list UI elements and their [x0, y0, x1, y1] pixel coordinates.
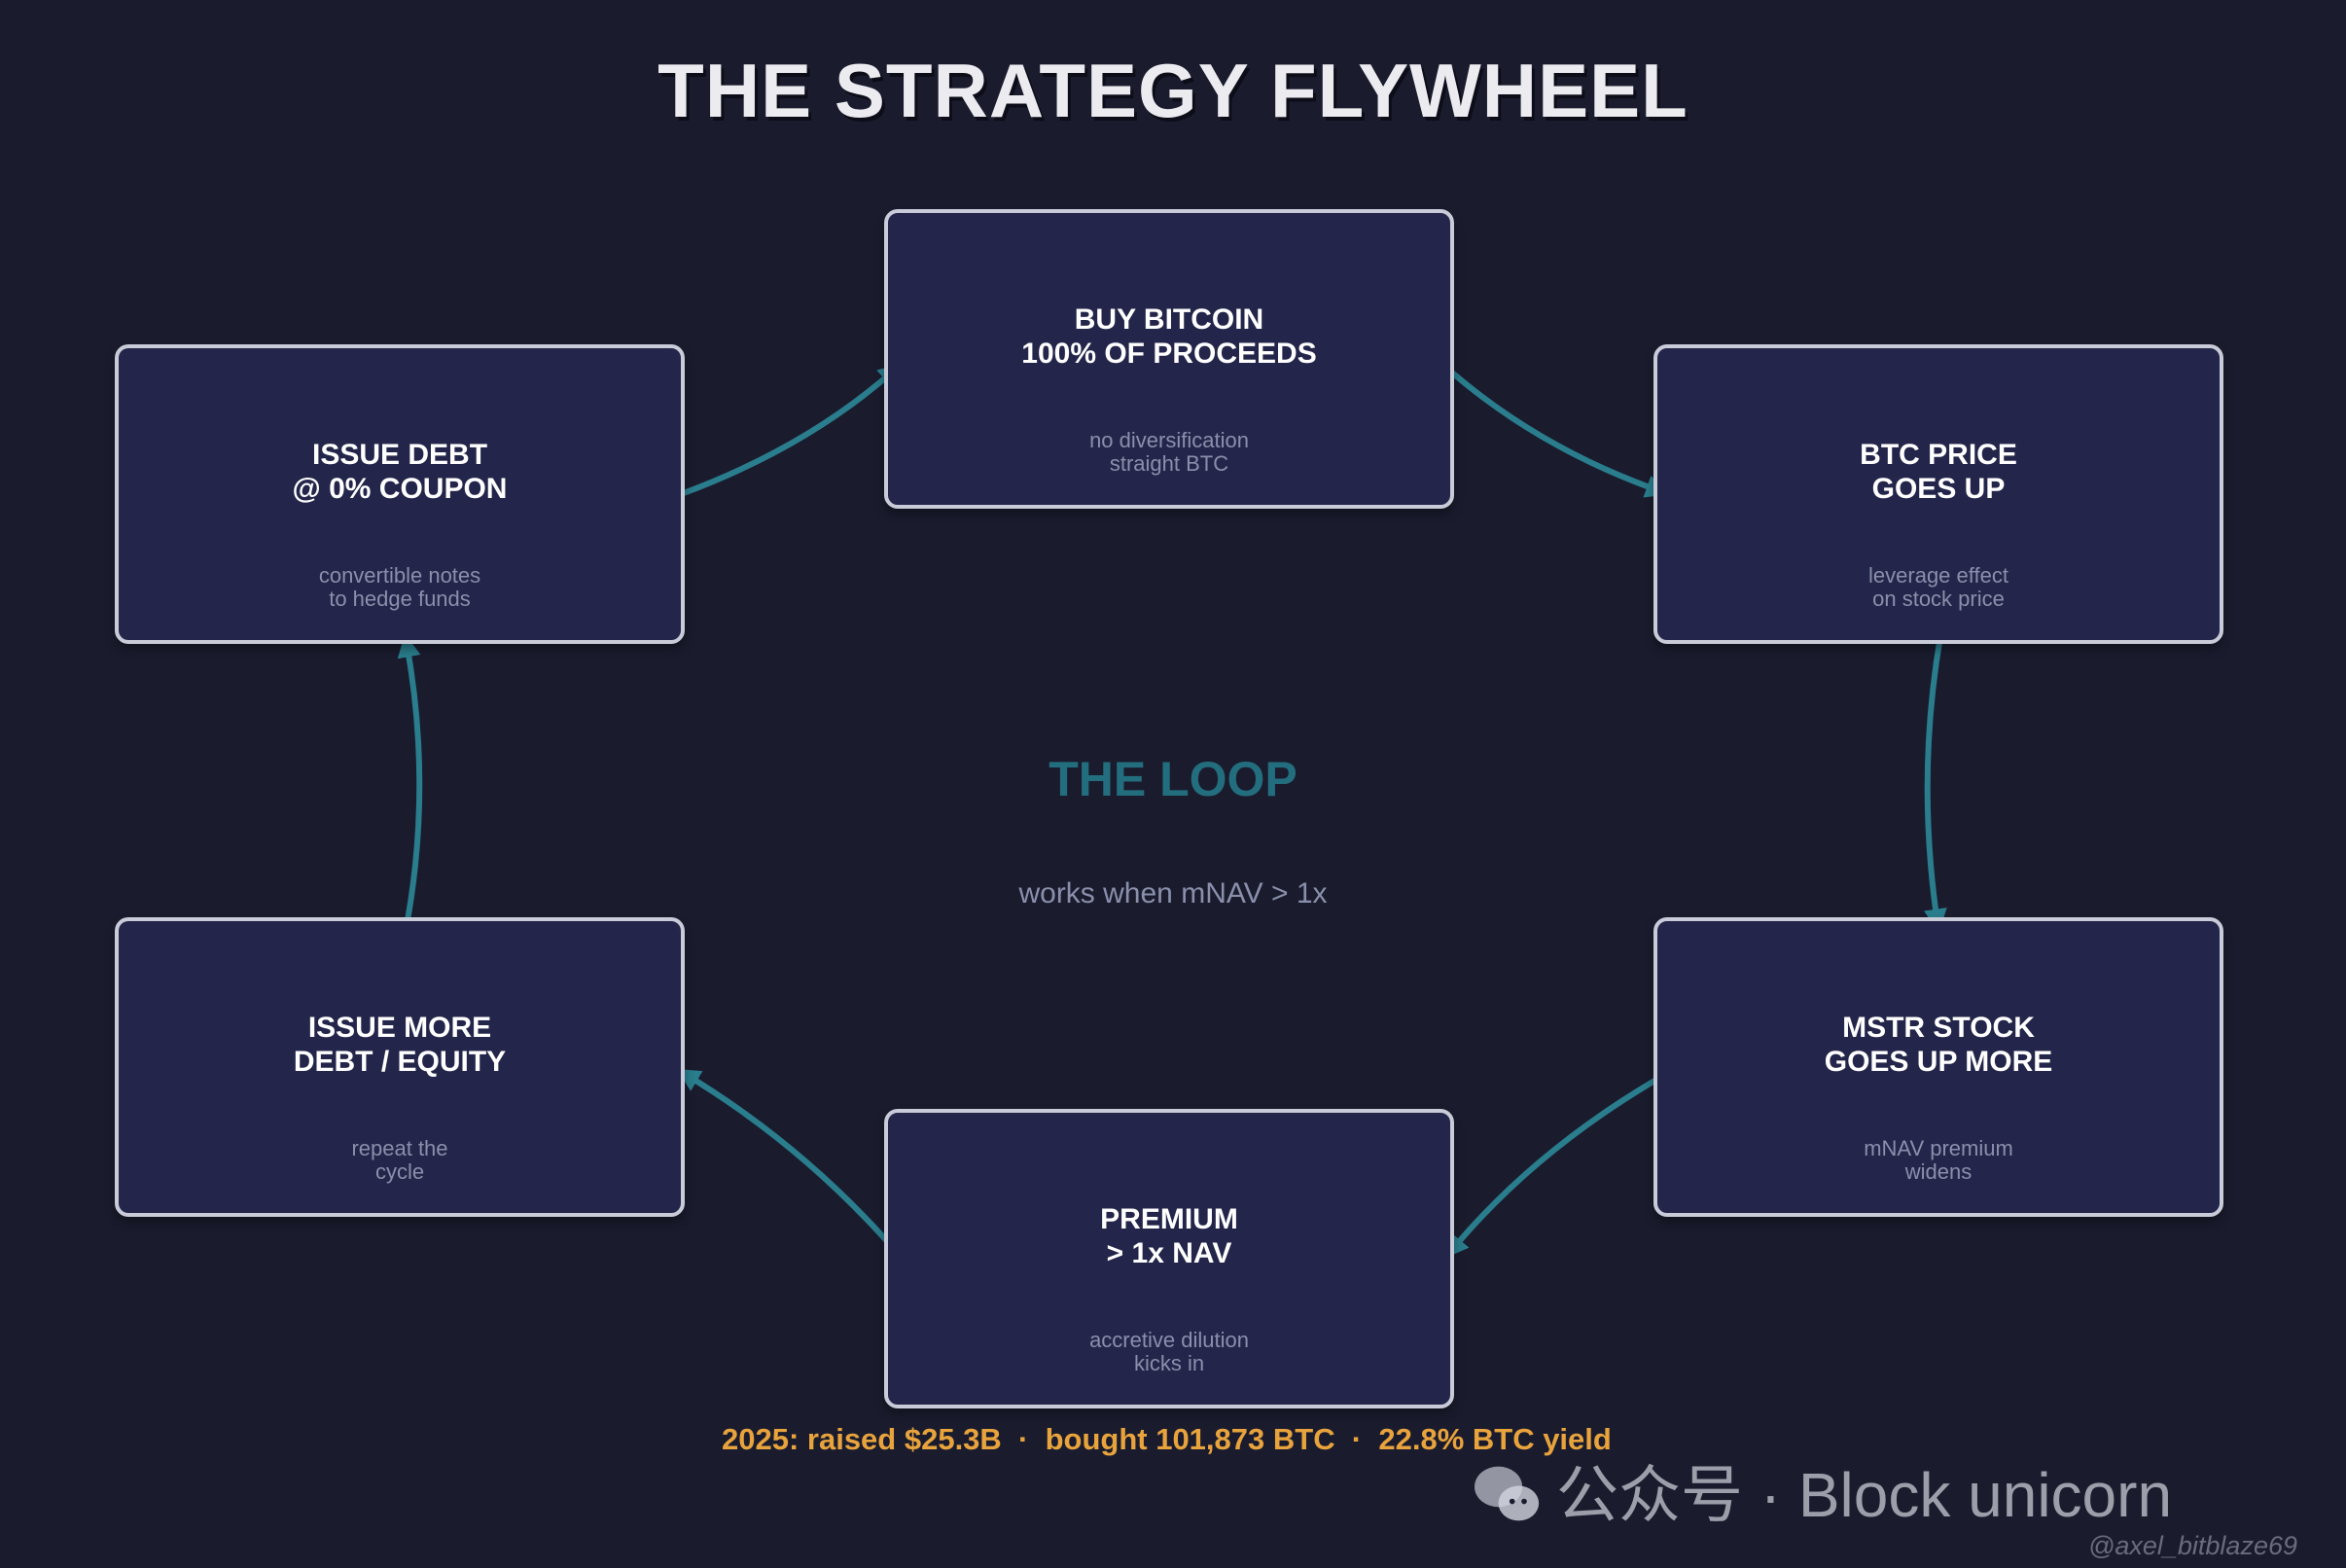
watermark-handle: @axel_bitblaze69: [2087, 1531, 2297, 1560]
wechat-icon: [1475, 1466, 1540, 1521]
step-title-line: ISSUE DEBT: [311, 439, 488, 471]
step-title-line: BUY BITCOIN: [1074, 303, 1264, 336]
step-sub-line: repeat the: [351, 1136, 448, 1160]
arrow-stock-to-premium: [1444, 1070, 1671, 1259]
loop-condition: works when mNAV > 1x: [1018, 877, 1328, 909]
step-sub-line: on stock price: [1872, 587, 2005, 611]
watermark-text: 公众号 · Block unicorn: [1556, 1460, 2173, 1530]
stats-summary: 2025: raised $25.3B · bought 101,873 BTC…: [722, 1422, 1612, 1456]
step-sub-line: mNAV premium: [1864, 1136, 2013, 1160]
step-sub-line: no diversification: [1089, 428, 1249, 452]
step-title-line: GOES UP MORE: [1824, 1046, 2053, 1078]
arrow-debt-to-buy: [678, 363, 903, 497]
step-title-line: PREMIUM: [1100, 1203, 1238, 1235]
step-title: ISSUE DEBT@ 0% COUPON: [119, 438, 681, 506]
arrow-premium-to-more: [676, 1069, 904, 1260]
step-title-line: GOES UP: [1871, 473, 2006, 505]
arrow-price-to-stock: [1924, 633, 1947, 933]
step-title-line: MSTR STOCK: [1842, 1012, 2035, 1044]
step-title-line: DEBT / EQUITY: [293, 1046, 507, 1078]
step-sub-line: kicks in: [1133, 1351, 1205, 1375]
step-title-line: ISSUE MORE: [307, 1012, 492, 1044]
page-title: THE STRATEGY FLYWHEEL: [658, 48, 1688, 133]
step-title-line: > 1x NAV: [1106, 1237, 1232, 1269]
arrow-more-to-debt: [397, 633, 423, 934]
step-sub-line: leverage effect: [1868, 563, 2008, 588]
step-sub-line: cycle: [374, 1159, 425, 1184]
loop-heading: THE LOOP: [1049, 752, 1297, 806]
step-sub-line: widens: [1904, 1159, 1973, 1184]
step-title-line: BTC PRICE: [1860, 439, 2017, 471]
step-sub-line: to hedge funds: [329, 587, 471, 611]
step-title-line: 100% OF PROCEEDS: [1021, 338, 1317, 370]
step-title-line: @ 0% COUPON: [292, 473, 508, 505]
step-sub-line: accretive dilution: [1089, 1328, 1249, 1352]
step-sub-line: convertible notes: [318, 563, 481, 588]
step-sub-line: straight BTC: [1109, 451, 1229, 476]
step-title: PREMIUM> 1x NAV: [888, 1202, 1450, 1270]
arrow-buy-to-price: [1442, 364, 1670, 498]
